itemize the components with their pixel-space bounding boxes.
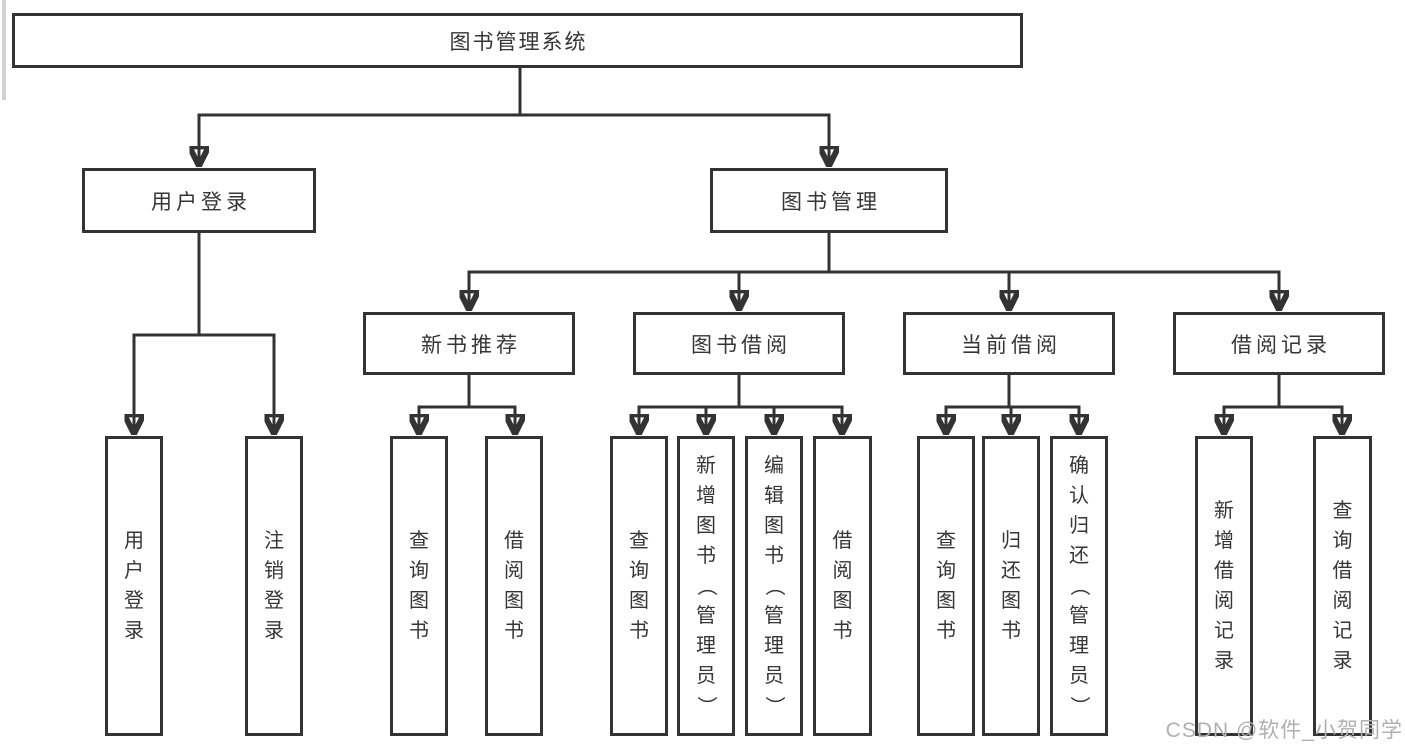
vertical-char: 图	[696, 515, 716, 537]
vertical-char: 录	[1214, 650, 1234, 672]
vertical-char: 阅	[832, 560, 853, 582]
vertical-char: 员	[696, 665, 716, 687]
vertical-char: 确	[1069, 455, 1089, 477]
vertical-char: 书	[409, 620, 429, 642]
vertical-char: （	[695, 576, 717, 596]
vertical-char: 书	[629, 620, 649, 642]
vertical-char: 图	[409, 590, 429, 612]
leaf-borrow-edit-books-admin: 编辑图书 （ 管理员 ）	[745, 436, 803, 736]
leaf-recommend-borrow-books: 借阅图书	[485, 436, 543, 736]
vertical-char: 询	[629, 560, 649, 582]
vertical-char: 编	[764, 455, 784, 477]
leaf-recommend-query-books: 查询图书	[390, 436, 448, 736]
vertical-char: 归	[1069, 515, 1089, 537]
vertical-char: 登	[124, 590, 144, 612]
vertical-char: 查	[409, 530, 429, 552]
node-new-book-recommend: 新书推荐	[363, 312, 575, 375]
vertical-char: 户	[124, 560, 144, 582]
vertical-char: 新	[1214, 500, 1234, 522]
vertical-char: 图	[1001, 590, 1021, 612]
node-book-borrow: 图书借阅	[633, 312, 845, 375]
vertical-char: 员	[1069, 665, 1089, 687]
vertical-char: 书	[696, 545, 716, 567]
vertical-char: 询	[1332, 530, 1353, 552]
vertical-char: 借	[1332, 560, 1353, 582]
leaf-current-return-books: 归还图书	[982, 436, 1040, 736]
leaf-current-query-books: 查询图书	[917, 436, 975, 736]
node-borrow-records: 借阅记录	[1173, 312, 1385, 375]
vertical-char: 录	[264, 620, 284, 642]
vertical-char: 记	[1332, 620, 1353, 642]
vertical-char: ）	[695, 696, 717, 716]
vertical-char: 用	[124, 530, 144, 552]
vertical-char: 书	[1001, 620, 1021, 642]
vertical-char: 图	[764, 515, 784, 537]
node-user-login: 用户登录	[82, 168, 316, 233]
vertical-char: 查	[629, 530, 649, 552]
leaf-borrow-borrow-books: 借阅图书	[813, 436, 872, 736]
leaf-borrow-query-books: 查询图书	[610, 436, 668, 736]
leaf-current-confirm-return-admin: 确认归还 （ 管理员 ）	[1050, 436, 1108, 736]
vertical-char: 归	[1001, 530, 1021, 552]
vertical-char: 增	[696, 485, 716, 507]
vertical-char: 查	[936, 530, 956, 552]
vertical-char: 员	[764, 665, 784, 687]
vertical-char: 图	[629, 590, 649, 612]
vertical-char: 阅	[504, 560, 524, 582]
vertical-char: 管	[696, 605, 716, 627]
vertical-char: 登	[264, 590, 284, 612]
csdn-watermark: CSDN @软件_小贺同学	[1165, 719, 1403, 742]
vertical-char: （	[763, 576, 785, 596]
vertical-char: 新	[696, 455, 716, 477]
vertical-char: 认	[1069, 485, 1089, 507]
vertical-char: （	[1068, 576, 1090, 596]
vertical-char: 注	[264, 530, 284, 552]
vertical-char: 录	[124, 620, 144, 642]
vertical-char: 销	[264, 560, 284, 582]
vertical-char: 记	[1214, 620, 1234, 642]
leaf-records-query-record: 查询借阅记录	[1313, 436, 1372, 736]
vertical-char: 理	[764, 635, 784, 657]
leaf-borrow-add-books-admin: 新增图书 （ 管理员 ）	[677, 436, 735, 736]
node-book-management: 图书管理	[710, 168, 948, 233]
vertical-char: 询	[409, 560, 429, 582]
leaf-logout: 注销登录	[245, 436, 303, 736]
vertical-char: 录	[1332, 650, 1353, 672]
leaf-records-add-record: 新增借阅记录	[1195, 436, 1253, 736]
left-edge-artifact	[2, 0, 6, 100]
vertical-char: 询	[936, 560, 956, 582]
node-library-system: 图书管理系统	[12, 13, 1023, 68]
vertical-char: 还	[1069, 545, 1089, 567]
vertical-char: 还	[1001, 560, 1021, 582]
vertical-char: 图	[832, 590, 853, 612]
vertical-char: 图	[936, 590, 956, 612]
vertical-char: 借	[1214, 560, 1234, 582]
vertical-char: 理	[1069, 635, 1089, 657]
vertical-char: ）	[763, 696, 785, 716]
vertical-char: 理	[696, 635, 716, 657]
vertical-char: 图	[504, 590, 524, 612]
vertical-char: 书	[764, 545, 784, 567]
vertical-char: 管	[764, 605, 784, 627]
vertical-char: ）	[1068, 696, 1090, 716]
vertical-char: 增	[1214, 530, 1234, 552]
vertical-char: 书	[936, 620, 956, 642]
vertical-char: 管	[1069, 605, 1089, 627]
vertical-char: 借	[504, 530, 524, 552]
vertical-char: 阅	[1214, 590, 1234, 612]
vertical-char: 借	[832, 530, 853, 552]
vertical-char: 书	[504, 620, 524, 642]
node-current-borrow: 当前借阅	[903, 312, 1115, 375]
vertical-char: 书	[832, 620, 853, 642]
vertical-char: 辑	[764, 485, 784, 507]
vertical-char: 阅	[1332, 590, 1353, 612]
vertical-char: 查	[1332, 500, 1353, 522]
leaf-user-login: 用户登录	[105, 436, 163, 736]
